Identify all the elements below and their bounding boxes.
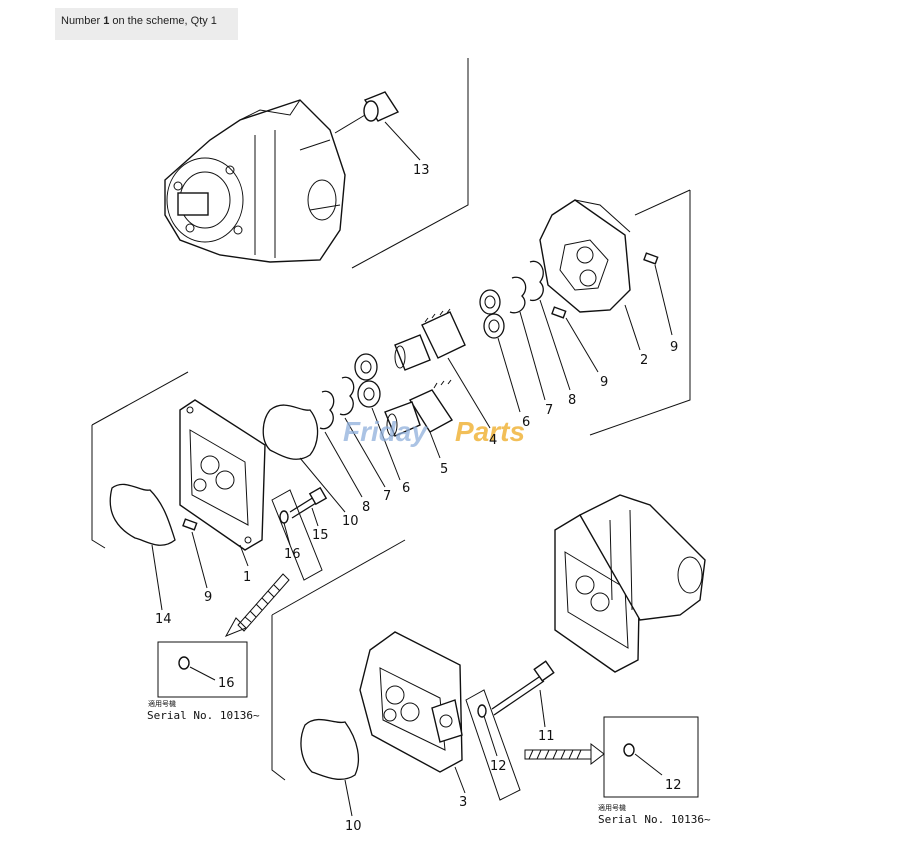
arrow-to-inset-right (524, 742, 605, 766)
callout-13: 13 (413, 163, 430, 178)
callout-4: 4 (489, 433, 497, 448)
callout-numbers: 13 2 9 9 8 7 6 4 5 6 7 8 10 15 16 1 9 14… (155, 163, 682, 834)
callout-9-mid: 9 (600, 375, 608, 390)
ring-part-6-right (479, 289, 505, 339)
callout-8-left: 8 (362, 500, 370, 515)
seal-part-7-left (339, 376, 355, 416)
oring-part-14 (109, 483, 176, 546)
pin-part-9-lower (551, 306, 567, 319)
bushing-part-13 (363, 91, 400, 122)
gasket-part-10-upper (262, 404, 319, 460)
inset-left-box (157, 641, 248, 698)
cover-part-1 (179, 399, 266, 551)
arrow-to-inset-left (224, 573, 290, 637)
washer-panel-12 (465, 689, 521, 801)
washer-panel-16 (271, 489, 323, 581)
watermark-text-part2: Parts (455, 416, 525, 447)
washer-part-16 (279, 510, 289, 524)
watermark: Friday Parts (343, 416, 525, 447)
callout-12-inset: 12 (665, 778, 682, 793)
inset-washer-16 (178, 656, 190, 670)
inset-right-serial: Serial No. 10136~ (598, 813, 711, 826)
callout-12-main: 12 (490, 759, 507, 774)
pin-part-9-upper (643, 252, 659, 265)
inset-left-serial: Serial No. 10136~ (147, 709, 260, 722)
washer-part-12 (477, 704, 487, 718)
pump-assembly-top (164, 99, 346, 263)
housing-part-2 (539, 199, 631, 313)
callout-9-right: 9 (670, 340, 678, 355)
gear-part-5 (384, 379, 454, 437)
bolt-part-11 (491, 660, 555, 716)
seal-part-7-right (529, 260, 544, 302)
callout-10-lower: 10 (345, 819, 362, 834)
inset-washer-12 (623, 743, 635, 757)
inset-left-jp-label: 適用号機 (148, 699, 176, 708)
callout-15: 15 (312, 528, 329, 543)
ring-part-6-left (354, 353, 381, 408)
housing-part-3 (359, 631, 463, 773)
header-number: 1 (103, 15, 110, 27)
gear-shaft-part-4 (394, 308, 466, 371)
callout-2: 2 (640, 353, 648, 368)
callout-16-inset: 16 (218, 676, 235, 691)
header-prefix: Number (61, 15, 104, 27)
pin-part-9-left (182, 518, 198, 531)
inset-right-box (603, 716, 699, 798)
callout-14: 14 (155, 612, 172, 627)
callout-3: 3 (459, 795, 467, 810)
callout-7-left: 7 (383, 489, 391, 504)
callout-8-right: 8 (568, 393, 576, 408)
header-banner: Number 1 on the scheme, Qty 1 (55, 8, 238, 40)
callout-16-upper: 16 (284, 547, 301, 562)
callout-7-right: 7 (545, 403, 553, 418)
leader-lines (151, 264, 673, 817)
callout-1: 1 (243, 570, 251, 585)
header-text: Number 1 on the scheme, Qty 1 (61, 15, 217, 27)
watermark-text-part1: Friday (343, 416, 428, 447)
callout-9-left: 9 (204, 590, 212, 605)
seal-part-8-left (319, 390, 335, 430)
callout-5: 5 (440, 462, 448, 477)
header-suffix: on the scheme, Qty 1 (109, 15, 217, 27)
callout-6-right: 6 (522, 415, 530, 430)
pump-assembly-bottom (554, 494, 706, 673)
bolt-part-15 (289, 486, 328, 519)
seal-part-8-right (509, 276, 527, 314)
callout-6-left: 6 (402, 481, 410, 496)
inset-right-jp-label: 適用号機 (598, 803, 626, 812)
callout-10-upper: 10 (342, 514, 359, 529)
callout-11: 11 (538, 729, 555, 744)
gasket-part-10-lower (300, 718, 359, 780)
